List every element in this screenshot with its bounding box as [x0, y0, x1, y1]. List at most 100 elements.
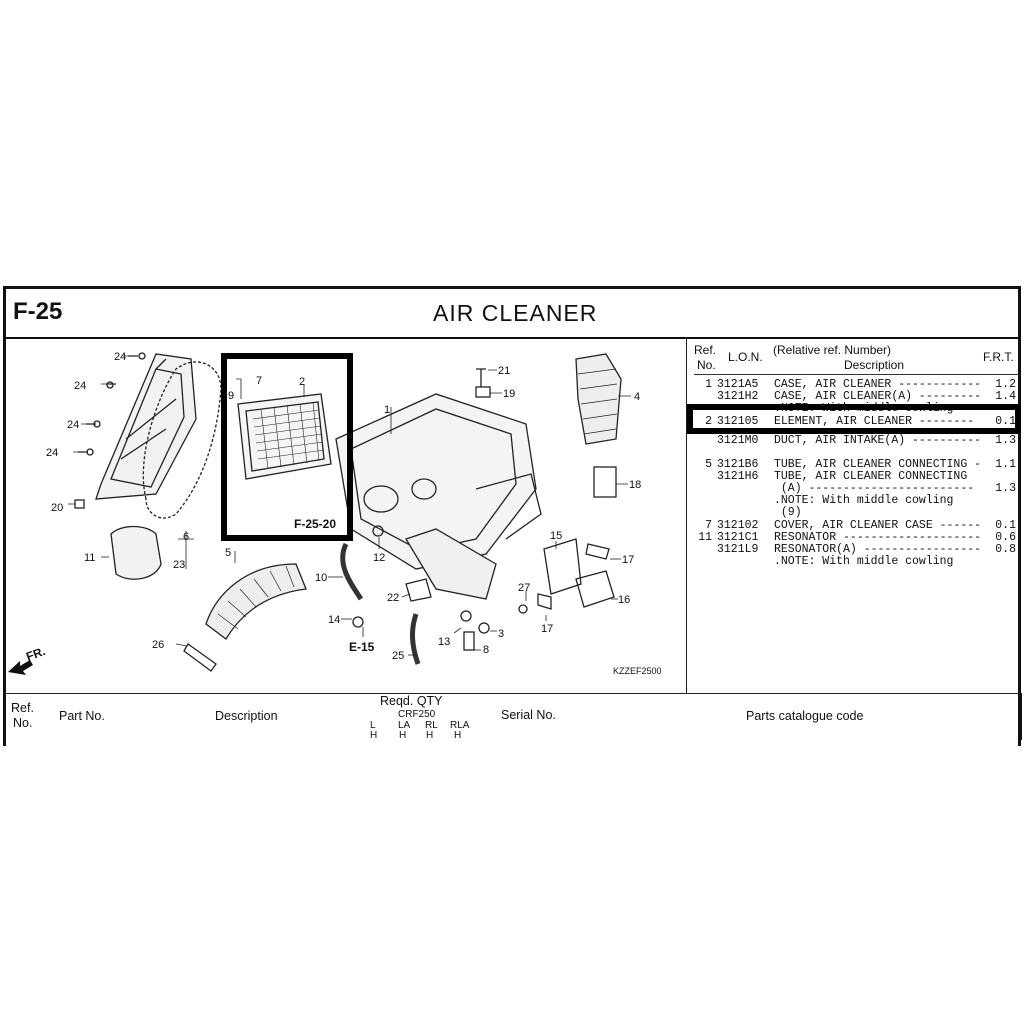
- callout-17-a: 17: [622, 554, 634, 566]
- parts-row: .NOTE: With middle cowling: [692, 495, 1018, 507]
- part-frt: 1.4: [995, 390, 1016, 403]
- footer-val-rl: H: [426, 730, 434, 741]
- footer-col-l: L: [370, 720, 376, 731]
- footer-model: CRF250: [398, 709, 436, 720]
- part-lon: 312102: [717, 519, 759, 532]
- col-ref: Ref.: [694, 343, 717, 357]
- parts-row: 1 3121A5 CASE, AIR CLEANER ------------ 1.2: [692, 379, 1018, 391]
- part-frt: 1.3: [995, 434, 1016, 447]
- callout-8: 8: [483, 644, 489, 656]
- col-desc: Description: [844, 358, 905, 372]
- parts-row: (9): [692, 507, 1018, 519]
- part-ref: 2: [705, 415, 712, 428]
- callout-11: 11: [84, 552, 95, 564]
- callout-9: 9: [228, 390, 234, 402]
- footer-val-l: H: [370, 730, 378, 741]
- part-lon: 312105: [717, 415, 759, 428]
- part-lon: 3121B6: [717, 458, 759, 471]
- part-frt: 1.2: [995, 378, 1016, 391]
- part-frt: 1.3: [995, 482, 1016, 495]
- callout-22: 22: [387, 592, 399, 604]
- part-description: RESONATOR --------------------: [774, 531, 982, 544]
- footer-ref: Ref.: [11, 701, 34, 715]
- selected-part-highlight: [687, 404, 1021, 434]
- part-description: CASE, AIR CLEANER ------------: [774, 378, 982, 391]
- footer-col-rl: RL: [425, 720, 438, 731]
- frame-edge-left: [3, 693, 6, 740]
- part-description: .NOTE: With middle cowling: [774, 494, 954, 507]
- part-lon: 3121C1: [717, 531, 759, 544]
- part-frt: 1.1: [995, 458, 1016, 471]
- callout-14: 14: [328, 614, 340, 626]
- callout-19: 19: [503, 388, 515, 400]
- header-bar: [6, 289, 1021, 339]
- part-frt: 0.8: [995, 543, 1016, 556]
- callout-6: 6: [183, 531, 189, 543]
- part-lon: 3121L9: [717, 543, 759, 556]
- part-frt: 0.1: [995, 519, 1016, 532]
- part-frt: 0.6: [995, 531, 1016, 544]
- part-description: RESONATOR(A) -----------------: [774, 543, 982, 556]
- exploded-diagram: 24 24 24 24 20 7 9 2 F-25-20 1 21 19 4 1…: [8, 351, 662, 676]
- callout-24-a: 24: [114, 351, 126, 363]
- callout-17-b: 17: [541, 623, 553, 635]
- parts-row: 3121H6 TUBE, AIR CLEANER CONNECTING: [692, 471, 1018, 483]
- callout-24-d: 24: [46, 447, 58, 459]
- callout-12: 12: [373, 552, 385, 564]
- part-description: COVER, AIR CLEANER CASE ------: [774, 519, 982, 532]
- part-description: TUBE, AIR CLEANER CONNECTING -: [774, 458, 982, 471]
- footer-serial: Serial No.: [501, 708, 556, 722]
- frame-edge-right: [1020, 693, 1022, 740]
- callout-f-25-20: F-25-20: [294, 517, 336, 531]
- parts-row: 3121M0 DUCT, AIR INTAKE(A) ---------- 1.3: [692, 435, 1018, 447]
- part-ref: 1: [705, 378, 712, 391]
- col-no: No.: [697, 358, 716, 372]
- part-description: TUBE, AIR CLEANER CONNECTING: [774, 470, 968, 483]
- parts-row: 7 312102 COVER, AIR CLEANER CASE ------ 0.1: [692, 520, 1018, 532]
- part-description: (A) ------------------------: [774, 482, 975, 495]
- parts-row: (A) ------------------------ 1.3: [692, 483, 1018, 495]
- part-description: (9): [774, 506, 802, 519]
- footer-description: Description: [215, 709, 278, 723]
- element-highlight-box: [221, 353, 353, 541]
- part-description: ELEMENT, AIR CLEANER --------: [774, 415, 975, 428]
- part-ref: 5: [705, 458, 712, 471]
- col-frt: F.R.T.: [983, 350, 1014, 364]
- callout-e-15: E-15: [349, 640, 375, 654]
- diagram-code: KZZEF2500: [613, 666, 662, 676]
- callout-24-c: 24: [67, 419, 79, 431]
- footer-no: No.: [13, 716, 33, 730]
- footer-divider: [6, 693, 1021, 694]
- part-description: .NOTE: With middle cowling: [774, 555, 954, 568]
- callout-13-a: 13: [438, 636, 450, 648]
- page-frame: [3, 286, 1021, 746]
- callout-24-b: 24: [74, 380, 86, 392]
- callout-20: 20: [51, 502, 63, 514]
- callout-26: 26: [152, 639, 164, 651]
- col-lon: L.O.N.: [728, 350, 763, 364]
- part-lon: 3121A5: [717, 378, 759, 391]
- front-arrow-icon: [8, 660, 33, 675]
- parts-header-rule: [694, 374, 1020, 375]
- part-ref: 7: [705, 519, 712, 532]
- part-description: DUCT, AIR INTAKE(A) ----------: [774, 434, 982, 447]
- part-lon: 3121H6: [717, 470, 759, 483]
- part-lon: 3121H2: [717, 390, 759, 403]
- callout-10: 10: [315, 572, 327, 584]
- parts-row: .NOTE: With middle cowling: [692, 556, 1018, 568]
- callout-1: 1: [384, 404, 390, 416]
- callout-5: 5: [225, 547, 231, 559]
- parts-list: 1 3121A5 CASE, AIR CLEANER ------------ 1.2…: [692, 379, 1020, 579]
- figure-code: F-25: [13, 298, 63, 325]
- page-title: AIR CLEANER: [433, 300, 598, 326]
- callout-27: 27: [518, 582, 530, 594]
- callout-21: 21: [498, 365, 510, 377]
- callout-3: 3: [498, 628, 504, 640]
- footer-part-no: Part No.: [59, 709, 105, 723]
- callout-25: 25: [392, 650, 404, 662]
- part-lon: 3121M0: [717, 434, 759, 447]
- callout-15: 15: [550, 530, 562, 542]
- col-rel: (Relative ref. Number): [773, 343, 892, 357]
